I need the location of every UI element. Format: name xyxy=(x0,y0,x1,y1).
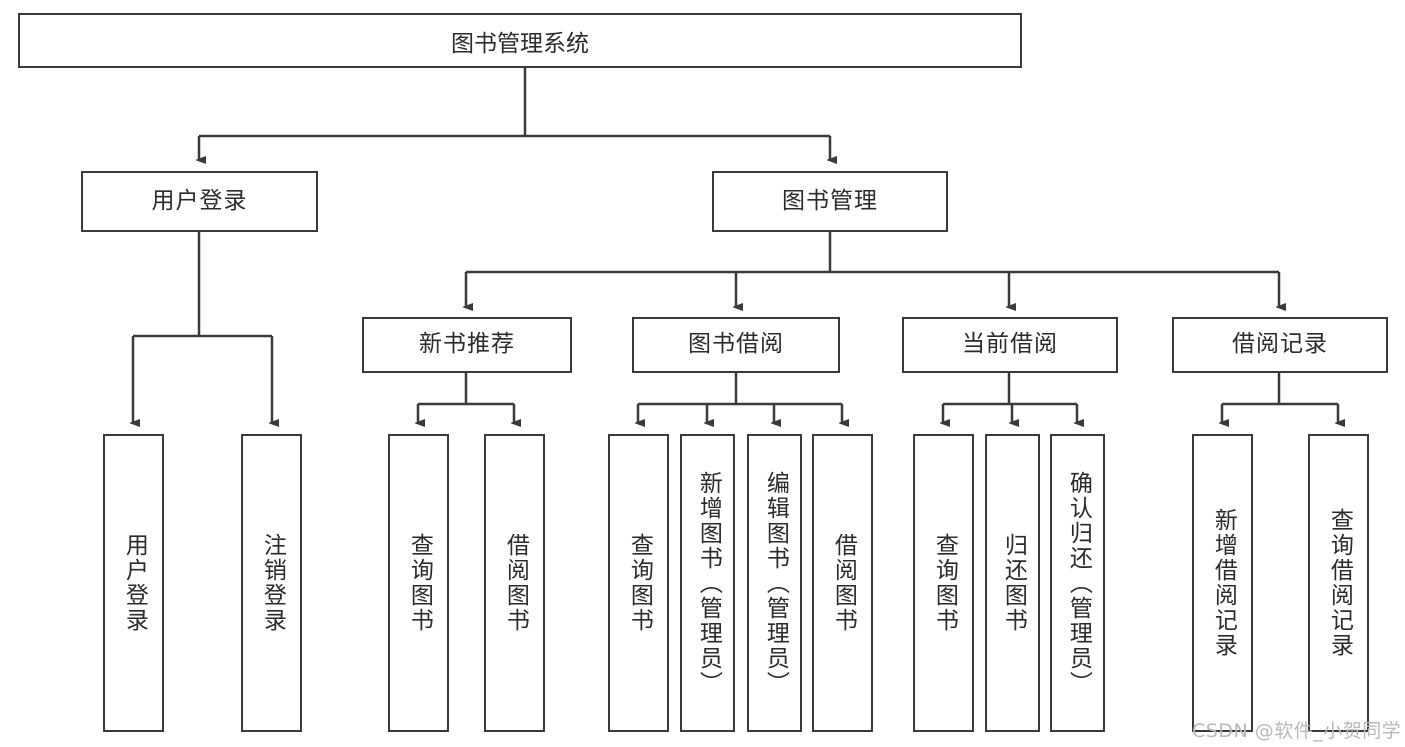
leaf-return-book[interactable]: 归还图书 xyxy=(985,434,1040,732)
node-label: 查询借阅记录 xyxy=(1326,508,1353,658)
node-label: 新书推荐 xyxy=(419,331,515,358)
leaf-borrow-book-recommend[interactable]: 借阅图书 xyxy=(484,434,545,732)
node-borrow-record[interactable]: 借阅记录 xyxy=(1172,317,1388,373)
leaf-add-borrow-record[interactable]: 新增借阅记录 xyxy=(1192,434,1253,732)
node-label: 当前借阅 xyxy=(962,331,1058,358)
node-label: 借阅记录 xyxy=(1232,331,1328,358)
node-label: 注销登录 xyxy=(259,533,286,633)
node-label: 新增图书（管理员） xyxy=(695,470,722,696)
node-label: 图书管理 xyxy=(782,187,878,214)
leaf-query-book-current[interactable]: 查询图书 xyxy=(913,434,974,732)
node-current-borrow[interactable]: 当前借阅 xyxy=(902,317,1118,373)
leaf-edit-book-admin[interactable]: 编辑图书（管理员） xyxy=(747,434,802,732)
node-root[interactable]: 图书管理系统 xyxy=(18,13,1022,68)
leaf-user-logout[interactable]: 注销登录 xyxy=(241,434,302,732)
leaf-query-book-borrow[interactable]: 查询图书 xyxy=(608,434,669,732)
leaf-user-login[interactable]: 用户登录 xyxy=(103,434,164,732)
node-label: 查询图书 xyxy=(931,533,958,633)
node-label: 图书借阅 xyxy=(688,331,784,358)
leaf-query-book-recommend[interactable]: 查询图书 xyxy=(388,434,449,732)
node-label: 新增借阅记录 xyxy=(1210,508,1237,658)
csdn-watermark: CSDN @软件_小贺同学 xyxy=(1192,720,1402,742)
node-label: 归还图书 xyxy=(1000,533,1027,633)
leaf-add-book-admin[interactable]: 新增图书（管理员） xyxy=(680,434,735,732)
node-label: 借阅图书 xyxy=(830,533,857,633)
node-user-login[interactable]: 用户登录 xyxy=(81,171,318,232)
node-new-book-recommend[interactable]: 新书推荐 xyxy=(362,317,572,373)
node-label: 借阅图书 xyxy=(502,533,529,633)
node-label: 查询图书 xyxy=(406,533,433,633)
leaf-confirm-return-admin[interactable]: 确认归还（管理员） xyxy=(1050,434,1105,732)
node-label: 确认归还（管理员） xyxy=(1065,470,1092,696)
node-book-borrow[interactable]: 图书借阅 xyxy=(632,317,840,373)
node-label: 用户登录 xyxy=(121,533,148,633)
node-label: 编辑图书（管理员） xyxy=(762,470,789,696)
node-label: 图书管理系统 xyxy=(451,30,589,57)
node-book-management[interactable]: 图书管理 xyxy=(712,171,948,232)
node-label: 用户登录 xyxy=(151,187,248,214)
node-label: 查询图书 xyxy=(626,533,653,633)
leaf-query-borrow-record[interactable]: 查询借阅记录 xyxy=(1308,434,1369,732)
leaf-borrow-book[interactable]: 借阅图书 xyxy=(812,434,873,732)
